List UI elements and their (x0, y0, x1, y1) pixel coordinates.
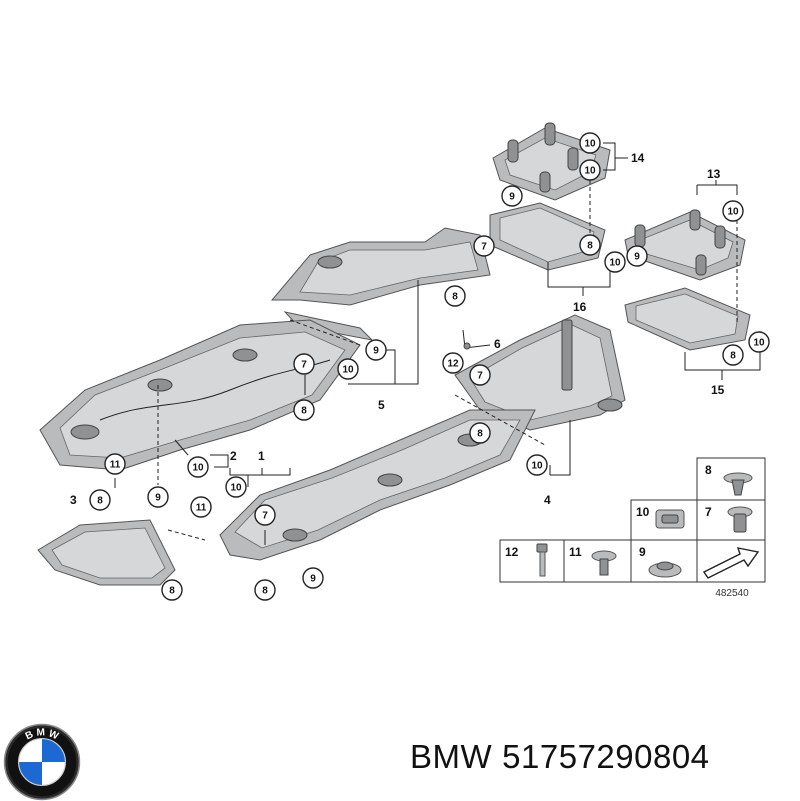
callout-marker: 8 (444, 285, 466, 307)
callout-marker: 10 (579, 159, 601, 181)
svg-text:8: 8 (477, 429, 483, 440)
callout-marker: 10 (604, 251, 626, 273)
part-6-bracket (462, 329, 491, 350)
legend-label: 10 (636, 505, 650, 519)
callout-marker: 11 (190, 496, 212, 518)
callout-marker: 9 (147, 486, 169, 508)
part-4-panel (454, 314, 626, 431)
callout-marker: 12 (442, 352, 464, 374)
svg-text:8: 8 (301, 406, 307, 417)
callout-marker: 10 (526, 454, 548, 476)
callout-marker: 8 (293, 399, 315, 421)
group-label: 1 (258, 449, 265, 463)
reference-number: 482540 (715, 588, 749, 599)
svg-text:7: 7 (301, 360, 307, 371)
svg-text:11: 11 (196, 503, 207, 514)
svg-text:9: 9 (373, 346, 379, 357)
svg-text:10: 10 (584, 139, 596, 150)
part-13-bracket (624, 209, 746, 281)
callout-marker: 10 (579, 132, 601, 154)
part-5-panel (270, 227, 491, 341)
callout-marker: 10 (722, 200, 744, 222)
direction-arrow-icon (702, 547, 760, 579)
svg-text:8: 8 (97, 496, 103, 507)
svg-text:7: 7 (481, 242, 487, 253)
callout-marker: 10 (187, 456, 209, 478)
brand-name: BMW (410, 738, 493, 775)
expansion-rivet-icon (727, 506, 753, 533)
callout-marker: 8 (161, 579, 183, 601)
svg-text:8: 8 (169, 586, 175, 597)
svg-text:8: 8 (452, 292, 458, 303)
part-2-underbody-panel (39, 319, 361, 471)
group-label: 3 (70, 493, 77, 507)
legend-label: 12 (505, 545, 519, 559)
legend-label: 7 (705, 505, 712, 519)
svg-text:10: 10 (192, 463, 204, 474)
callout-marker: 11 (104, 453, 126, 475)
svg-text:12: 12 (447, 359, 459, 370)
callout-marker: 7 (293, 353, 315, 375)
legend-label: 11 (569, 545, 582, 559)
svg-text:10: 10 (584, 166, 596, 177)
group-labels: 14 13 16 6 15 5 2 1 4 3 (70, 151, 725, 507)
hex-nut-icon (648, 561, 682, 578)
callout-marker: 7 (473, 235, 495, 257)
svg-text:7: 7 (262, 511, 268, 522)
svg-text:9: 9 (155, 493, 161, 504)
group-label: 13 (707, 167, 721, 181)
callout-marker: 8 (89, 489, 111, 511)
callout-marker: 10 (337, 358, 359, 380)
callout-marker: 7 (254, 504, 276, 526)
callout-marker: 9 (626, 245, 648, 267)
svg-text:B M W: B M W (24, 727, 61, 742)
bolt-icon (536, 543, 548, 577)
callout-marker: 8 (254, 579, 276, 601)
legend-label: 9 (639, 545, 646, 559)
part-number: 51757290804 (502, 738, 710, 775)
part-15-tray (624, 287, 751, 351)
group-label: 5 (378, 398, 385, 412)
svg-text:10: 10 (342, 365, 354, 376)
svg-text:10: 10 (727, 207, 739, 218)
part-3-panel (37, 519, 176, 586)
push-nut-icon (723, 472, 753, 496)
fastener-legend: 8 10 7 12 11 9 (499, 457, 766, 599)
callout-marker: 9 (501, 185, 523, 207)
group-label: 2 (230, 449, 237, 463)
callout-marker: 9 (365, 339, 387, 361)
callout-marker: 7 (469, 364, 491, 386)
callout-marker: 10 (225, 476, 247, 498)
group-label: 15 (711, 383, 725, 397)
screw-icon (591, 550, 617, 576)
group-label: 14 (631, 151, 645, 165)
bmw-roundel-icon: B M W (3, 723, 81, 801)
callout-marker: 8 (469, 422, 491, 444)
callout-marker: 9 (302, 567, 324, 589)
callout-marker: 10 (748, 331, 770, 353)
svg-text:8: 8 (730, 351, 736, 362)
svg-text:7: 7 (477, 371, 483, 382)
group-label: 4 (544, 493, 551, 507)
svg-text:10: 10 (531, 461, 543, 472)
svg-text:10: 10 (753, 338, 765, 349)
callout-marker: 8 (722, 344, 744, 366)
svg-text:11: 11 (110, 460, 121, 471)
svg-text:8: 8 (587, 241, 593, 252)
svg-text:10: 10 (609, 258, 621, 269)
callout-marker: 8 (579, 234, 601, 256)
part-1-underbody-panel (219, 409, 536, 561)
clip-nut-icon (655, 509, 685, 529)
svg-text:8: 8 (262, 586, 268, 597)
group-label: 6 (494, 337, 501, 351)
callout-markers: 10 9 10 8 10 10 9 8 10 7 8 9 10 7 8 12 7… (89, 132, 770, 601)
legend-label: 8 (705, 463, 712, 477)
svg-text:9: 9 (634, 252, 640, 263)
svg-text:10: 10 (230, 483, 242, 494)
svg-text:9: 9 (509, 192, 515, 203)
group-label: 16 (573, 300, 587, 314)
svg-text:9: 9 (310, 574, 316, 585)
